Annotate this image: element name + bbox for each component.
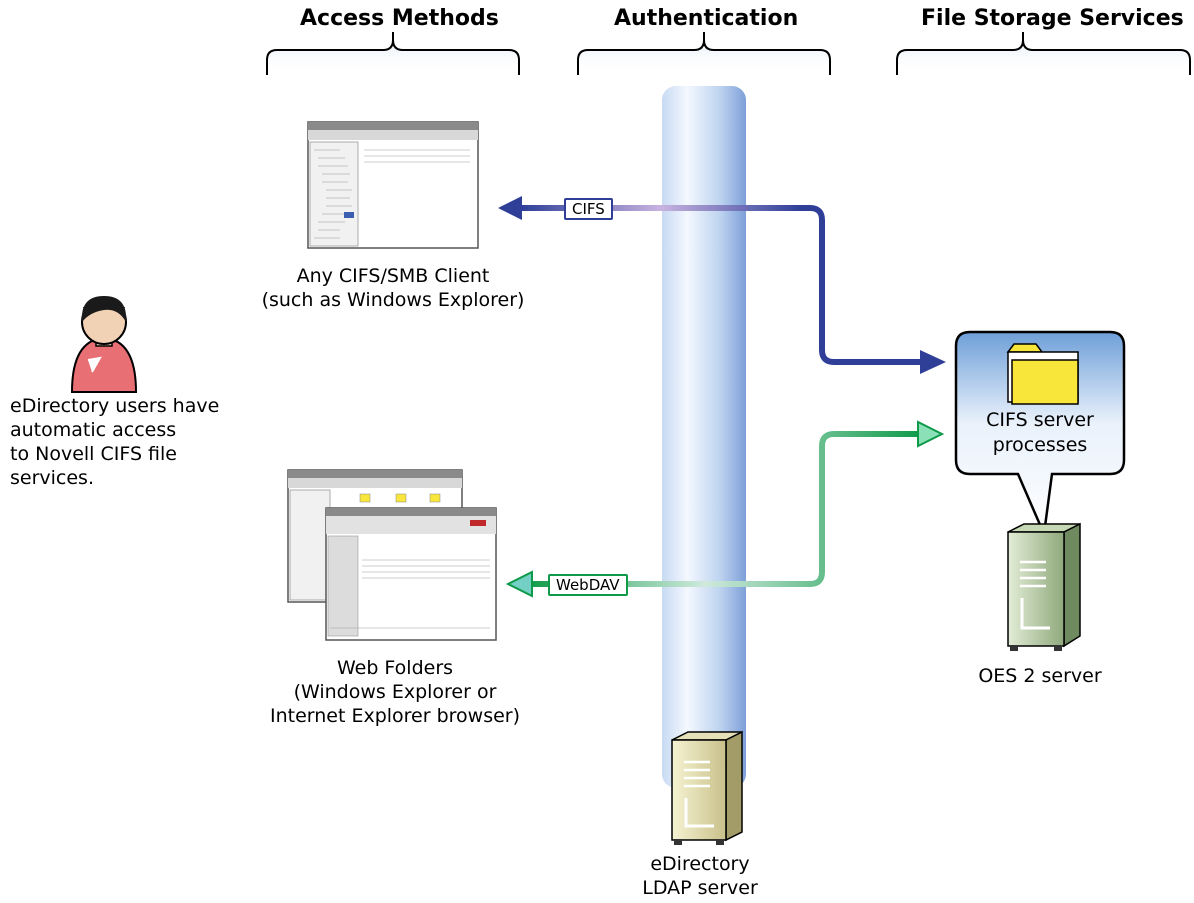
user-line4: services. bbox=[10, 467, 94, 489]
cifs-arrow bbox=[498, 196, 946, 374]
oes-server-icon bbox=[1007, 522, 1081, 651]
cifs-client-line2: (such as Windows Explorer) bbox=[261, 289, 525, 311]
webdav-arrow bbox=[505, 420, 945, 598]
user-label: eDirectory users have automatic access t… bbox=[10, 394, 219, 490]
web-folders-line1: Web Folders bbox=[336, 657, 454, 679]
webdav-protocol-tag: WebDAV bbox=[548, 574, 628, 596]
web-folders-line3: Internet Explorer browser) bbox=[269, 705, 521, 727]
cifs-box-label: CIFS server processes bbox=[958, 408, 1122, 458]
header-access-methods: Access Methods bbox=[300, 6, 499, 31]
user-icon bbox=[70, 296, 138, 393]
bracket-authentication bbox=[577, 32, 831, 75]
cifs-client-label: Any CIFS/SMB Client (such as Windows Exp… bbox=[258, 264, 528, 312]
cifs-protocol-tag: CIFS bbox=[564, 198, 613, 220]
user-line2: automatic access bbox=[10, 419, 177, 441]
edirectory-server-icon bbox=[671, 730, 743, 845]
edirectory-line2: LDAP server bbox=[642, 877, 758, 899]
bracket-access-methods bbox=[266, 32, 520, 75]
cifs-server-process-box bbox=[954, 330, 1126, 539]
user-line1: eDirectory users have bbox=[10, 395, 220, 417]
web-folders-line2: (Windows Explorer or bbox=[293, 681, 497, 703]
oes-server-label: OES 2 server bbox=[978, 665, 1102, 687]
header-file-storage: File Storage Services bbox=[921, 6, 1184, 31]
web-folders-label: Web Folders (Windows Explorer or Interne… bbox=[250, 656, 540, 728]
edirectory-server-label: eDirectory LDAP server bbox=[620, 852, 780, 900]
header-authentication: Authentication bbox=[614, 6, 799, 31]
folder-icon bbox=[1006, 343, 1079, 405]
edirectory-line1: eDirectory bbox=[650, 853, 750, 875]
cifs-box-line2: processes bbox=[992, 434, 1088, 456]
cifs-client-line1: Any CIFS/SMB Client bbox=[296, 265, 490, 287]
windows-explorer-screenshot bbox=[307, 121, 479, 249]
bracket-file-storage bbox=[896, 32, 1191, 75]
user-line3: to Novell CIFS file bbox=[10, 443, 177, 465]
web-folders-screenshot bbox=[287, 469, 497, 641]
authentication-column bbox=[662, 86, 746, 788]
cifs-box-line1: CIFS server bbox=[986, 409, 1094, 431]
